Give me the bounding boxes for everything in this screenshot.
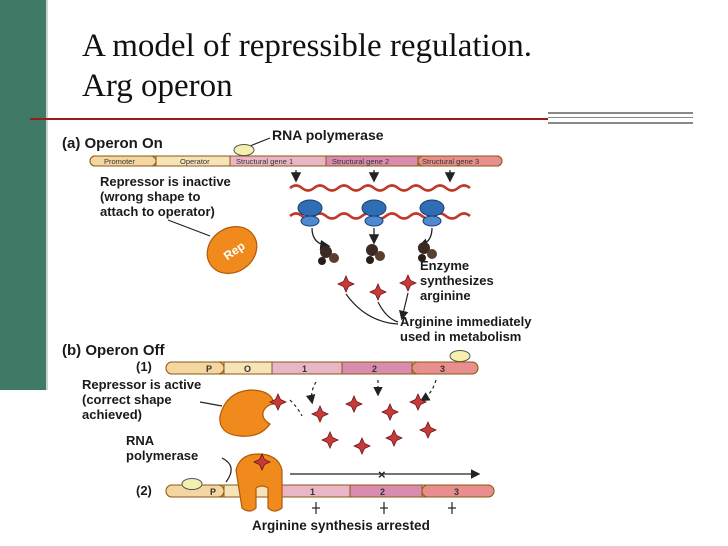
gene-2-b1: 2 [372,364,377,374]
metabolism-arrow-1 [345,293,399,325]
gene-operator-a: Operator [180,157,210,166]
active-repressor-pointer [199,401,223,407]
metabolism-arrow-2 [377,301,399,323]
arginine-a-1 [337,275,355,293]
enzyme-3 [418,242,437,262]
metabolism-arrow-3 [399,292,409,321]
gene-promoter-a: Promoter [104,157,135,166]
dashed-arrow-4 [289,399,303,417]
arginine-used-line2: used in metabolism [400,329,521,344]
slide-title: A model of repressible regulation. Arg o… [82,26,532,106]
gene-structural-3-a: Structural gene 3 [422,157,479,166]
active-repressor-free [219,389,287,437]
enzyme-label-line1: Enzyme [420,258,469,273]
title-line-1: A model of repressible regulation. [82,28,532,64]
ribosome-2 [361,199,387,227]
dna-strand-b1: P O 1 2 3 [165,361,479,375]
rna-polymerase-free [449,350,471,362]
rna-polymerase-blocked [181,478,203,490]
gene-o-b1: O [244,364,251,374]
sidebar-accent [0,0,46,390]
step-2-label: (2) [136,483,152,498]
dna-strand-a: Promoter Operator Structural gene 1 Stru… [89,155,503,167]
arginine-b-2 [345,395,363,413]
arginine-used-line1: Arginine immediately [400,314,532,329]
arginine-b-5 [321,431,339,449]
ribosome-3 [419,199,445,227]
dashed-arrow-3 [419,379,437,402]
arginine-b-7 [385,429,403,447]
panel-b-heading: (b) Operon Off [62,342,165,359]
repressor-active-line1: Repressor is active [82,377,201,392]
no-transcription-marks [312,502,456,514]
title-line-2: Arg operon [82,68,233,104]
gene-structural-1-a: Structural gene 1 [236,157,293,166]
mrna-strand-1 [289,184,471,192]
sidebar-divider [46,0,48,390]
arginine-b-1 [311,405,329,423]
arginine-a-2 [369,283,387,301]
repressor-inactive-line2: (wrong shape to [100,189,200,204]
repressor-inactive-line3: attach to operator) [100,204,215,219]
repressor-inactive-line1: Repressor is inactive [100,174,231,189]
title-rule-right [548,112,693,118]
enzyme-2 [366,244,385,264]
gene-3-b1: 3 [440,364,445,374]
rna-polymerase-b-line1: RNA [126,433,155,448]
blocked-x-icon: × [378,467,386,482]
rna-polymerase-label-a: RNA polymerase [272,127,384,143]
repressor-bound-operator [235,453,283,512]
dna-strand-b2: P O 1 2 3 [165,484,495,498]
inactive-repressor: Rep [206,226,258,274]
arginine-b-3 [381,403,399,421]
gene-structural-2-a: Structural gene 2 [332,157,389,166]
gene-1-b2: 1 [310,487,315,497]
gene-p-b1: P [206,364,212,374]
step-1-label: (1) [136,359,152,374]
arginine-a-3 [399,274,417,292]
repressor-pointer [167,219,211,237]
arginine-b-4 [409,393,427,411]
enzyme-1 [318,246,339,265]
repressor-active-line2: (correct shape [82,392,172,407]
repressor-active-line3: achieved) [82,407,142,422]
enzyme-label-line2: synthesizes [420,273,494,288]
title-rule-right-lower [548,122,693,124]
gene-p-b2: P [210,487,216,497]
rna-polymerase-b-line2: polymerase [126,448,198,463]
enzyme-label-line3: arginine [420,288,471,303]
ribosome-1 [297,199,323,227]
rna-polymerase-pointer-a [249,137,271,147]
gene-2-b2: 2 [380,487,385,497]
title-rule [30,118,548,120]
arginine-b-6 [353,437,371,455]
gene-1-b1: 1 [302,364,307,374]
panel-a-heading: (a) Operon On [62,135,163,152]
rna-polymerase-a [233,144,255,156]
arginine-b-8 [419,421,437,439]
arginine-arrested-label: Arginine synthesis arrested [252,518,430,533]
translation-arrow-1 [311,227,331,251]
dashed-arrow-1 [305,381,317,405]
rna-polymerase-b-pointer [221,457,232,483]
gene-3-b2: 3 [454,487,459,497]
